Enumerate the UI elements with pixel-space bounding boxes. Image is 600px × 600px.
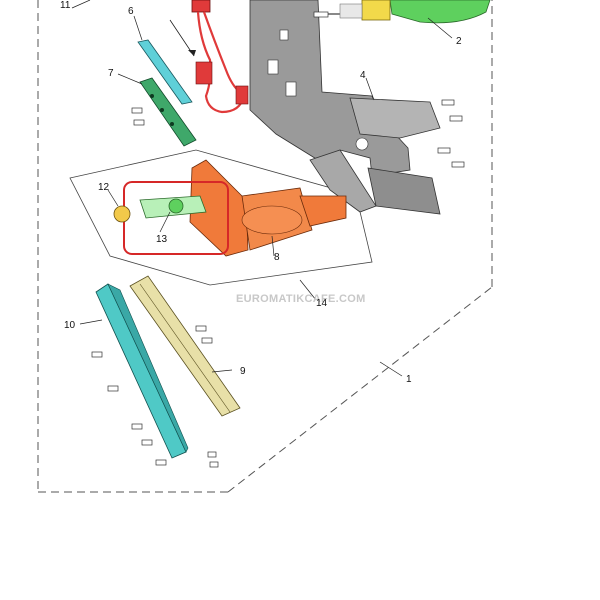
part-4-gray-bracket [249, 0, 441, 215]
highlight-box-12-13 [113, 181, 229, 255]
callout-4: 4 [360, 70, 366, 81]
callout-2: 2 [456, 36, 462, 47]
part-9-yellow-rail [129, 275, 241, 417]
callout-13: 13 [156, 234, 168, 245]
assembly-arrow [169, 19, 196, 57]
callout-9: 9 [240, 366, 246, 377]
callout-11: 11 [60, 0, 71, 11]
screws-left [131, 107, 145, 126]
screws-right [313, 11, 465, 168]
screws-lower [91, 325, 219, 468]
callout-7: 7 [108, 68, 114, 79]
callout-14: 14 [316, 298, 328, 309]
callout-8: 8 [274, 252, 280, 263]
red-wire-harness [191, 0, 249, 114]
callout-1: 1 [406, 374, 412, 385]
subassembly-14-outline [69, 149, 373, 286]
callout-12: 12 [98, 182, 110, 193]
part-6-cyan-strip [137, 39, 193, 105]
watermark-text: EUROMATIKCAFE.COM [236, 293, 366, 305]
part-2-green-component [312, 0, 491, 24]
part-8-orange-motor [189, 159, 347, 257]
callout-numbers: 11 6 7 2 4 12 13 8 14 9 10 1 [60, 0, 462, 385]
assembly-boundary [37, 0, 493, 493]
callout-6: 6 [128, 6, 134, 17]
part-7-green-strip [139, 77, 197, 147]
leader-lines [71, 0, 453, 377]
callout-10: 10 [64, 320, 76, 331]
part-10-teal-board [95, 283, 189, 459]
